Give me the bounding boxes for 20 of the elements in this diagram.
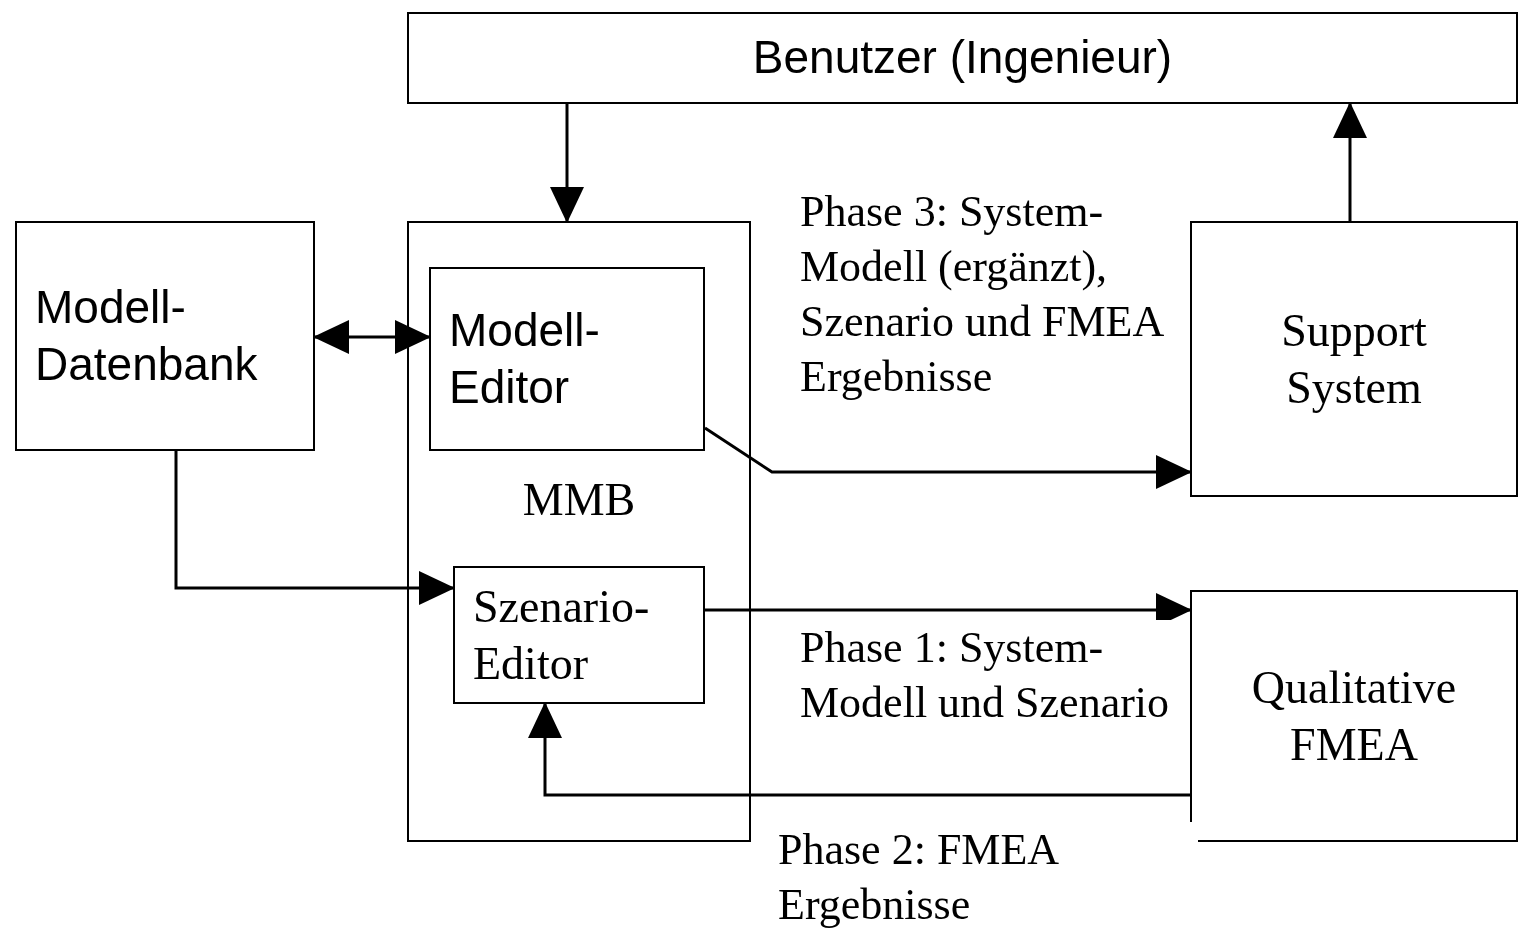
arrow [174,451,455,605]
node-label: Support System [1280,303,1428,415]
database-box [15,221,315,451]
arrow [313,320,431,354]
user-box [407,12,1518,104]
node-label: Modell- Editor [449,302,601,415]
editor-box [429,267,705,451]
arrow [704,426,1192,489]
arrow [550,104,584,223]
node-label: Benutzer (Ingenieur) [752,30,1173,86]
node-label: MMB [521,473,637,527]
arrow [528,702,1190,797]
node-label: Szenario- Editor [473,579,651,691]
node-label: Qualitative FMEA [1251,660,1457,772]
system-box [1190,221,1518,497]
arrow [1333,102,1367,221]
analysis-box [1190,590,1518,842]
node-label: Modell- Datenbank [35,279,259,392]
editor-box [453,566,705,704]
container-box [407,221,751,842]
